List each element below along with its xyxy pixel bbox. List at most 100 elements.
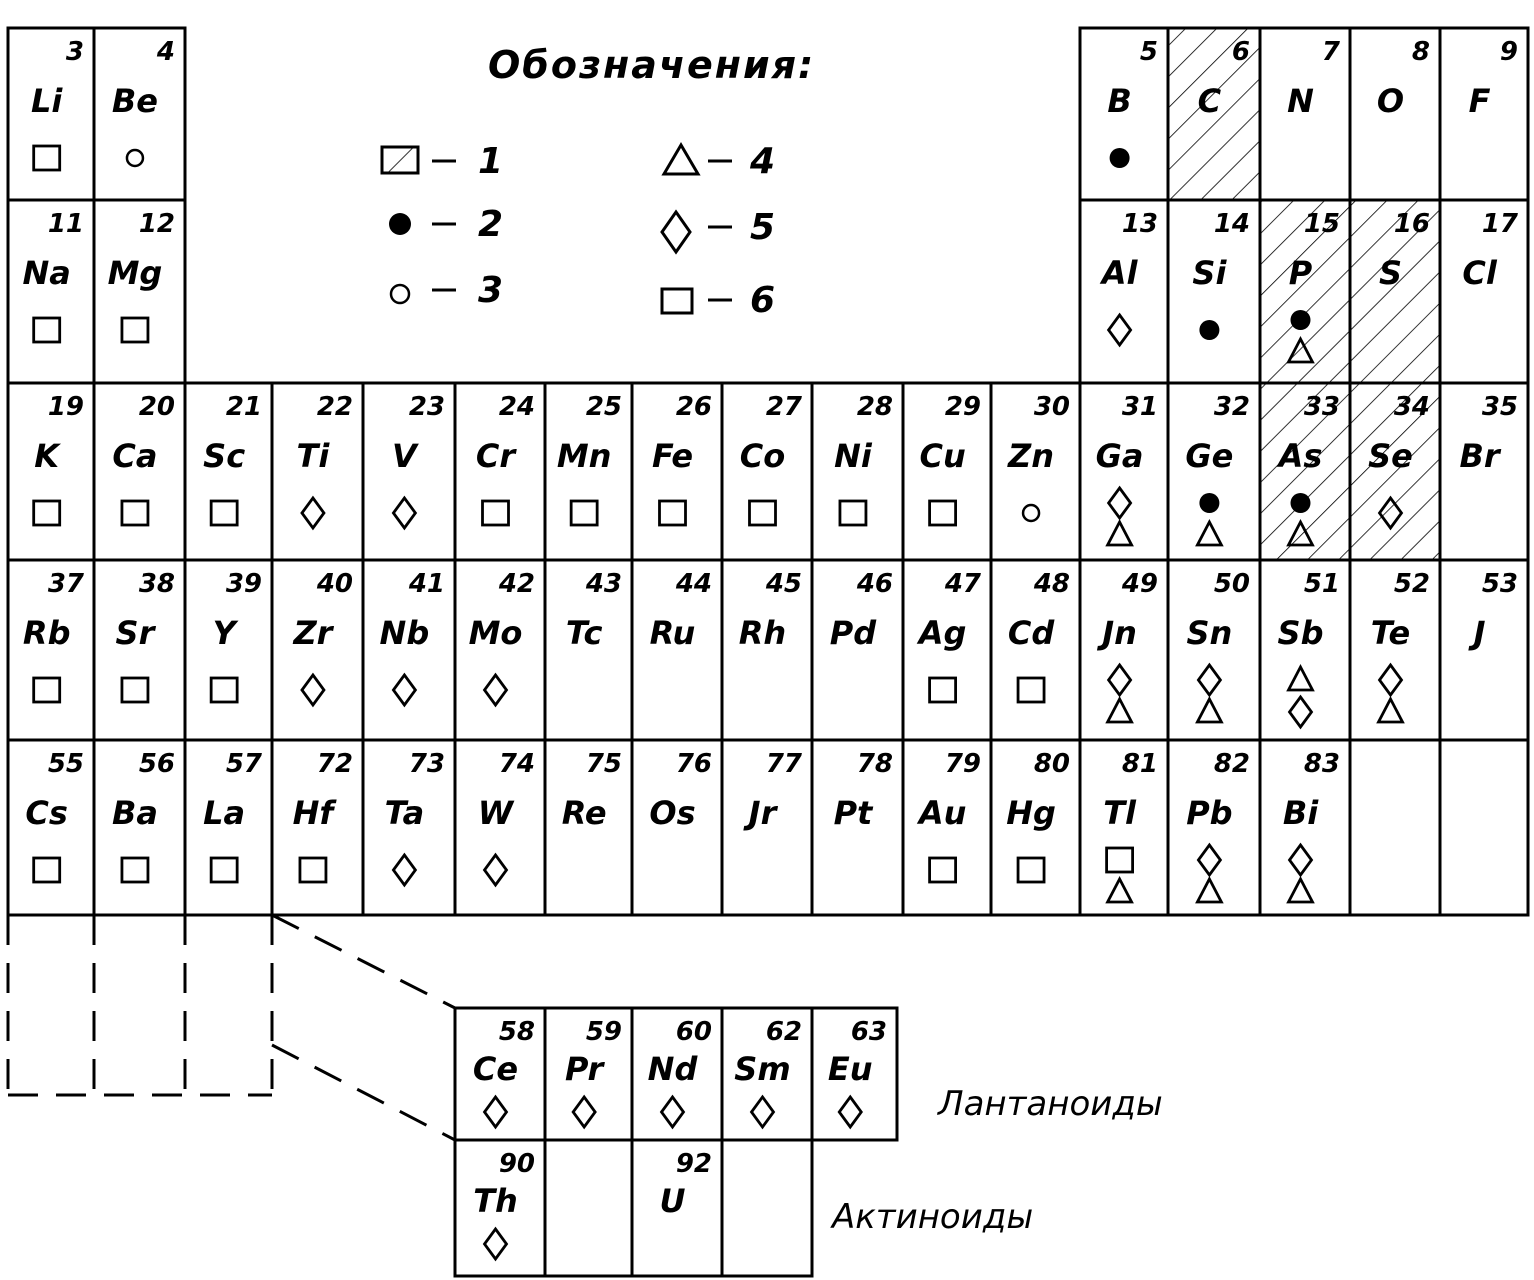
element-symbol: Na — [23, 254, 71, 292]
element-symbol: Ba — [112, 794, 158, 832]
legend-number-5: 5 — [750, 207, 775, 248]
square-icon — [481, 499, 510, 527]
atomic-number: 13 — [1122, 209, 1158, 239]
element-symbol: Ce — [473, 1050, 518, 1088]
triangle-icon — [1286, 335, 1315, 364]
legend-entry-1: 1 — [380, 141, 503, 182]
element-cell: 53J — [1438, 558, 1530, 742]
triangle-icon — [661, 142, 701, 176]
atomic-number: 40 — [316, 569, 353, 599]
diamond-icon — [482, 672, 509, 708]
atomic-number: 52 — [1394, 569, 1430, 599]
legend-entry-6: 6 — [660, 280, 775, 321]
diamond-icon — [659, 1094, 686, 1130]
element-symbol: Pb — [1186, 794, 1232, 832]
cell-border — [361, 558, 457, 742]
element-symbol: Fe — [652, 437, 693, 475]
cell-border — [720, 1006, 814, 1142]
atomic-number: 55 — [48, 749, 84, 779]
square-icon — [569, 499, 599, 527]
legend-entry-2: 2 — [389, 204, 503, 245]
atomic-number: 37 — [48, 569, 85, 599]
legend-title: Обозначения: — [488, 43, 815, 87]
atomic-number: 62 — [766, 1017, 802, 1047]
atomic-number: 3 — [66, 37, 84, 67]
element-symbol: Tc — [566, 614, 603, 652]
square-icon — [658, 499, 687, 527]
atomic-number: 16 — [1394, 209, 1430, 239]
diamond-icon — [482, 1094, 509, 1130]
open-circle-icon — [1021, 503, 1041, 523]
filled-circle-icon — [1199, 493, 1220, 513]
element-symbol: Mg — [108, 254, 163, 292]
atomic-number: 76 — [676, 749, 712, 779]
legend-number-3: 3 — [478, 270, 503, 311]
square-icon — [838, 499, 868, 527]
atomic-number: 80 — [1034, 749, 1070, 779]
atomic-number: 92 — [676, 1149, 712, 1179]
element-symbol: Cd — [1008, 614, 1055, 652]
atomic-number: 81 — [1122, 749, 1158, 779]
square-icon — [32, 316, 62, 344]
element-symbol: C — [1198, 82, 1222, 120]
atomic-number: 20 — [139, 392, 175, 422]
atomic-number: 12 — [139, 209, 175, 239]
atomic-number: 46 — [856, 569, 893, 599]
element-symbol: B — [1107, 82, 1131, 120]
atomic-number: 41 — [408, 569, 445, 599]
element-symbol: Sc — [203, 437, 245, 475]
cell-border — [989, 738, 1082, 917]
cell-border — [1348, 738, 1442, 917]
element-symbol: Zr — [292, 614, 334, 652]
atomic-number: 79 — [945, 749, 981, 779]
element-symbol: Ni — [834, 437, 873, 475]
cell-border — [543, 381, 634, 562]
connector-lines — [271, 913, 456, 1142]
atomic-number: 30 — [1034, 392, 1070, 422]
element-cell: 6C — [1166, 26, 1262, 202]
square-icon — [660, 287, 694, 315]
element-symbol: U — [660, 1182, 686, 1220]
cell-border — [720, 558, 814, 742]
atomic-number: 23 — [409, 392, 445, 422]
cell-border — [6, 738, 96, 917]
filled-circle-icon — [1290, 310, 1311, 330]
placeholder-boxes — [6, 915, 274, 1097]
atomic-number: 27 — [766, 392, 803, 422]
cell-border — [810, 738, 905, 917]
legend-number-6: 6 — [750, 280, 775, 321]
element-symbol: Bi — [1283, 794, 1319, 832]
cell-border — [92, 26, 187, 202]
square-icon — [120, 499, 150, 527]
element-symbol: Se — [1368, 437, 1413, 475]
cell-border — [453, 558, 547, 742]
element-symbol: K — [34, 437, 61, 475]
cell-border — [453, 738, 547, 917]
element-symbol: Pr — [565, 1050, 605, 1088]
atomic-number: 53 — [1482, 569, 1518, 599]
atomic-number: 39 — [226, 569, 262, 599]
lanthanides-label: Лантаноиды — [936, 1084, 1163, 1124]
element-symbol: Be — [112, 82, 158, 120]
diamond-icon — [749, 1094, 776, 1130]
atomic-number: 9 — [1500, 37, 1518, 67]
element-symbol: O — [1377, 82, 1404, 120]
diamond-icon — [1377, 495, 1404, 531]
cell-border — [630, 381, 724, 562]
element-symbol: Zn — [1007, 437, 1054, 475]
element-symbol: Y — [213, 614, 239, 652]
actinides-label: Актиноиды — [830, 1197, 1033, 1237]
element-cell: 19K — [6, 381, 96, 562]
